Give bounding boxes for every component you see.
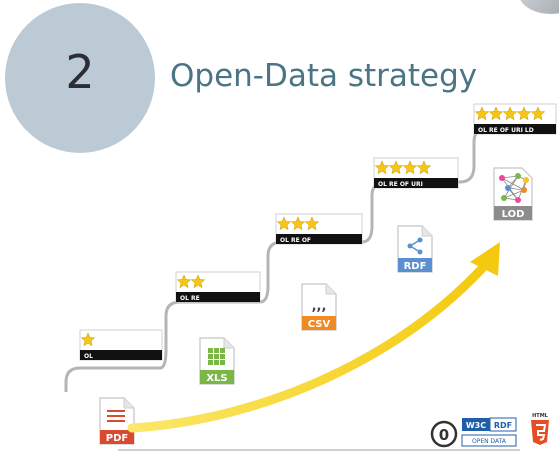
star-icon bbox=[176, 274, 192, 289]
file-type-label: PDF bbox=[106, 433, 128, 444]
star-icon bbox=[516, 106, 532, 121]
star-icon bbox=[402, 160, 418, 175]
star-panel-label-bar bbox=[276, 234, 362, 244]
grid-cell-glyph bbox=[208, 354, 213, 359]
file-type-label: XLS bbox=[206, 373, 227, 384]
grid-cell-glyph bbox=[208, 348, 213, 353]
star-panel-codes: OL RE OF URI bbox=[378, 181, 423, 188]
star-icon bbox=[276, 216, 292, 231]
file-type-band bbox=[494, 206, 532, 220]
csv-file-icon: ,,, CSV bbox=[301, 283, 337, 331]
star-icon bbox=[474, 106, 490, 121]
file-fold bbox=[223, 338, 234, 349]
star-panel-label-bar bbox=[80, 350, 162, 360]
file-type-label: LOD bbox=[502, 209, 525, 220]
slide-number: 2 bbox=[65, 45, 95, 99]
text-line-glyph bbox=[107, 420, 125, 422]
star-panel-4: OL RE OF URI bbox=[373, 157, 459, 189]
grid-cell-glyph bbox=[220, 348, 225, 353]
star-icon bbox=[416, 160, 432, 175]
open-data-badge-text: OPEN DATA bbox=[472, 438, 507, 445]
star-icon bbox=[190, 274, 206, 289]
graph-node-glyph bbox=[515, 173, 521, 179]
open-data-badge bbox=[461, 434, 517, 447]
grid-cell-glyph bbox=[214, 348, 219, 353]
progress-arrowhead bbox=[470, 242, 500, 276]
star-icon bbox=[530, 106, 546, 121]
graph-node-glyph bbox=[521, 187, 527, 193]
cc-zero-glyph: 0 bbox=[439, 426, 449, 444]
star-icon bbox=[488, 106, 504, 121]
license-badges: 0 W3C RDF OPEN DATA HTML bbox=[430, 413, 549, 448]
grid-cell-glyph bbox=[208, 360, 213, 365]
grid-cell-glyph bbox=[214, 354, 219, 359]
file-type-band bbox=[200, 370, 234, 384]
graph-node-glyph bbox=[501, 195, 507, 201]
star-panel-2: OL RE bbox=[175, 271, 261, 303]
file-fold bbox=[123, 398, 134, 409]
star-panel-codes: OL bbox=[84, 353, 93, 360]
star-icon bbox=[374, 160, 390, 175]
grid-cell-glyph bbox=[220, 354, 225, 359]
file-type-band bbox=[398, 258, 432, 272]
star-panel-codes: OL RE bbox=[180, 295, 200, 302]
file-type-label: RDF bbox=[404, 261, 427, 272]
graph-node-glyph bbox=[505, 185, 511, 191]
progress-arrow bbox=[127, 257, 493, 433]
text-line-glyph bbox=[107, 415, 125, 417]
star-icon bbox=[80, 332, 96, 347]
star-icon bbox=[388, 160, 404, 175]
rdf-badge-text: RDF bbox=[494, 421, 512, 430]
file-fold bbox=[325, 284, 336, 295]
star-panel-codes: OL RE OF URI LD bbox=[478, 127, 534, 134]
star-panel-3: OL RE OF bbox=[275, 213, 363, 245]
text-line-glyph bbox=[107, 410, 125, 412]
cc-zero-icon bbox=[430, 420, 458, 448]
html-badge-text: HTML bbox=[532, 413, 549, 419]
staircase-line bbox=[64, 126, 556, 392]
rdf-badge bbox=[489, 417, 517, 432]
grid-cell-glyph bbox=[220, 360, 225, 365]
star-panel-codes: OL RE OF bbox=[280, 237, 311, 244]
star-panel-label-bar bbox=[176, 292, 260, 302]
star-icon bbox=[290, 216, 306, 231]
html5-icon-mark bbox=[536, 424, 547, 441]
star-panel-1: OL bbox=[79, 329, 163, 361]
rdf-file-icon: RDF bbox=[397, 225, 433, 273]
star-icon bbox=[502, 106, 518, 121]
graph-node-glyph bbox=[523, 177, 529, 183]
file-type-label: CSV bbox=[308, 319, 331, 330]
star-panel-5: OL RE OF URI LD bbox=[473, 103, 557, 135]
file-type-band bbox=[302, 316, 336, 330]
slide-number-circle: 2 bbox=[5, 3, 155, 153]
grid-cell-glyph bbox=[214, 360, 219, 365]
star-panel-label-bar bbox=[474, 124, 556, 134]
pdf-file-icon: PDF bbox=[99, 397, 135, 445]
xls-file-icon: XLS bbox=[199, 337, 235, 385]
w3c-badge-text: W3C bbox=[466, 421, 486, 430]
file-type-band bbox=[100, 430, 134, 444]
star-icon bbox=[304, 216, 320, 231]
slide-title: Open-Data strategy bbox=[170, 58, 478, 94]
lod-file-icon: LOD bbox=[493, 167, 533, 221]
graph-node-glyph bbox=[499, 175, 505, 181]
graph-edge-glyph bbox=[409, 239, 421, 253]
graph-node-glyph bbox=[515, 197, 521, 203]
star-panel-label-bar bbox=[374, 178, 458, 188]
file-fold bbox=[421, 226, 432, 237]
html5-icon bbox=[531, 420, 549, 445]
graph-edge-glyph bbox=[503, 175, 519, 199]
comma-glyph: ,,, bbox=[312, 299, 327, 314]
graph-edge-glyph bbox=[503, 189, 525, 199]
w3c-badge bbox=[462, 418, 490, 431]
